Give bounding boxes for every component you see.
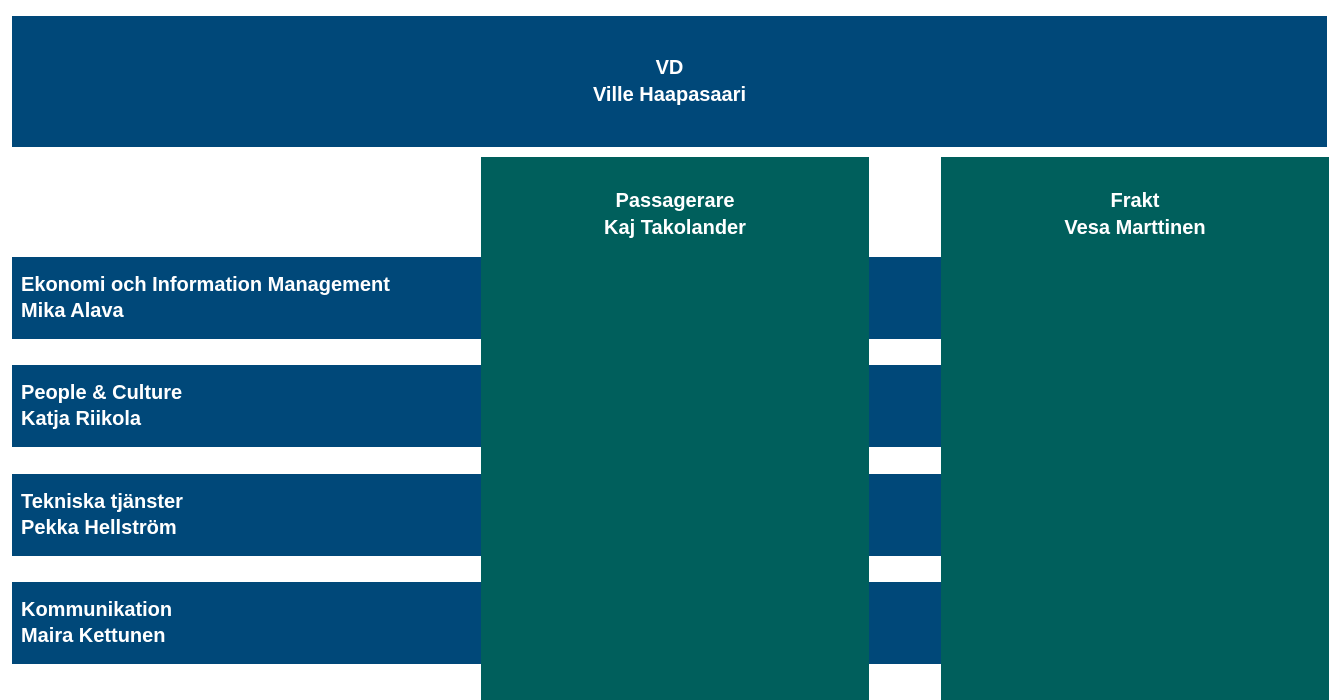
department-head: Mika Alava	[21, 300, 124, 322]
division-head: Kaj Takolander	[604, 217, 746, 239]
division-box-passenger: Passagerare Kaj Takolander	[481, 157, 869, 700]
department-title: People & Culture	[21, 382, 183, 404]
division-title: Passagerare	[615, 190, 735, 212]
department-head: Katja Riikola	[21, 408, 142, 430]
division-box-cargo: Frakt Vesa Marttinen	[941, 157, 1329, 700]
ceo-title: VD	[655, 56, 684, 79]
department-title: Ekonomi och Information Management	[21, 274, 390, 296]
department-title: Tekniska tjänster	[21, 491, 183, 513]
division-title: Frakt	[1110, 190, 1160, 212]
division-head: Vesa Marttinen	[1064, 217, 1206, 239]
ceo-name: Ville Haapasaari	[592, 83, 747, 106]
ceo-box: VD Ville Haapasaari	[12, 16, 1327, 147]
department-head: Pekka Hellström	[21, 517, 177, 539]
department-title: Kommunikation	[21, 599, 173, 621]
department-head: Maira Kettunen	[21, 625, 166, 647]
